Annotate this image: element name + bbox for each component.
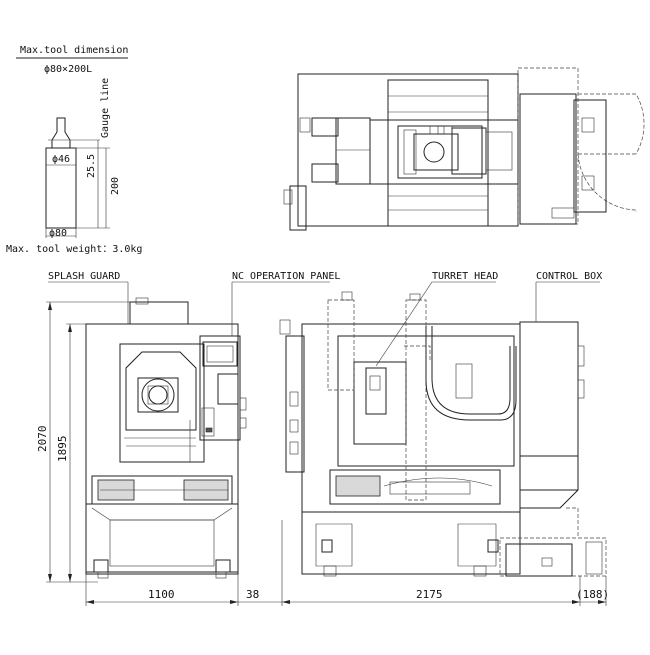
height-dimensions [46,301,130,583]
dim-2070: 2070 [36,426,49,453]
front-view [48,281,330,579]
tool-weight-label: Max. tool weight：3.0kg [6,244,142,255]
label-turret-head: TURRET HEAD [432,271,498,282]
dim-2175: 2175 [416,588,443,601]
tool-dimension-heading: Max.tool dimension [20,45,128,56]
label-control-box: CONTROL BOX [536,271,602,282]
tool-body-shape [45,147,77,229]
dim-200: 200 [110,177,121,195]
dim-1895: 1895 [56,436,69,463]
tool-diameter-top: ϕ46 [52,154,70,165]
tool-holder-shape [51,117,71,149]
tool-diameter-bottom: ϕ80 [49,228,67,239]
side-view [279,291,607,577]
turret-head-leader [375,281,433,367]
label-splash-guard: SPLASH GUARD [48,271,120,282]
gauge-line-label: Gauge line [100,78,111,138]
label-nc-panel: NC OPERATION PANEL [232,271,340,282]
dim-188: (188) [576,588,609,601]
dim-38: 38 [246,588,259,601]
tool-dimension-sketch: Max.tool dimension ϕ80×200L ϕ46 ϕ80 25.5… [6,45,142,255]
plan-view [283,67,645,231]
dim-1100: 1100 [148,588,175,601]
dim-25-5: 25.5 [86,154,97,178]
width-dimensions [85,520,607,606]
tool-size-label: ϕ80×200L [44,64,92,75]
